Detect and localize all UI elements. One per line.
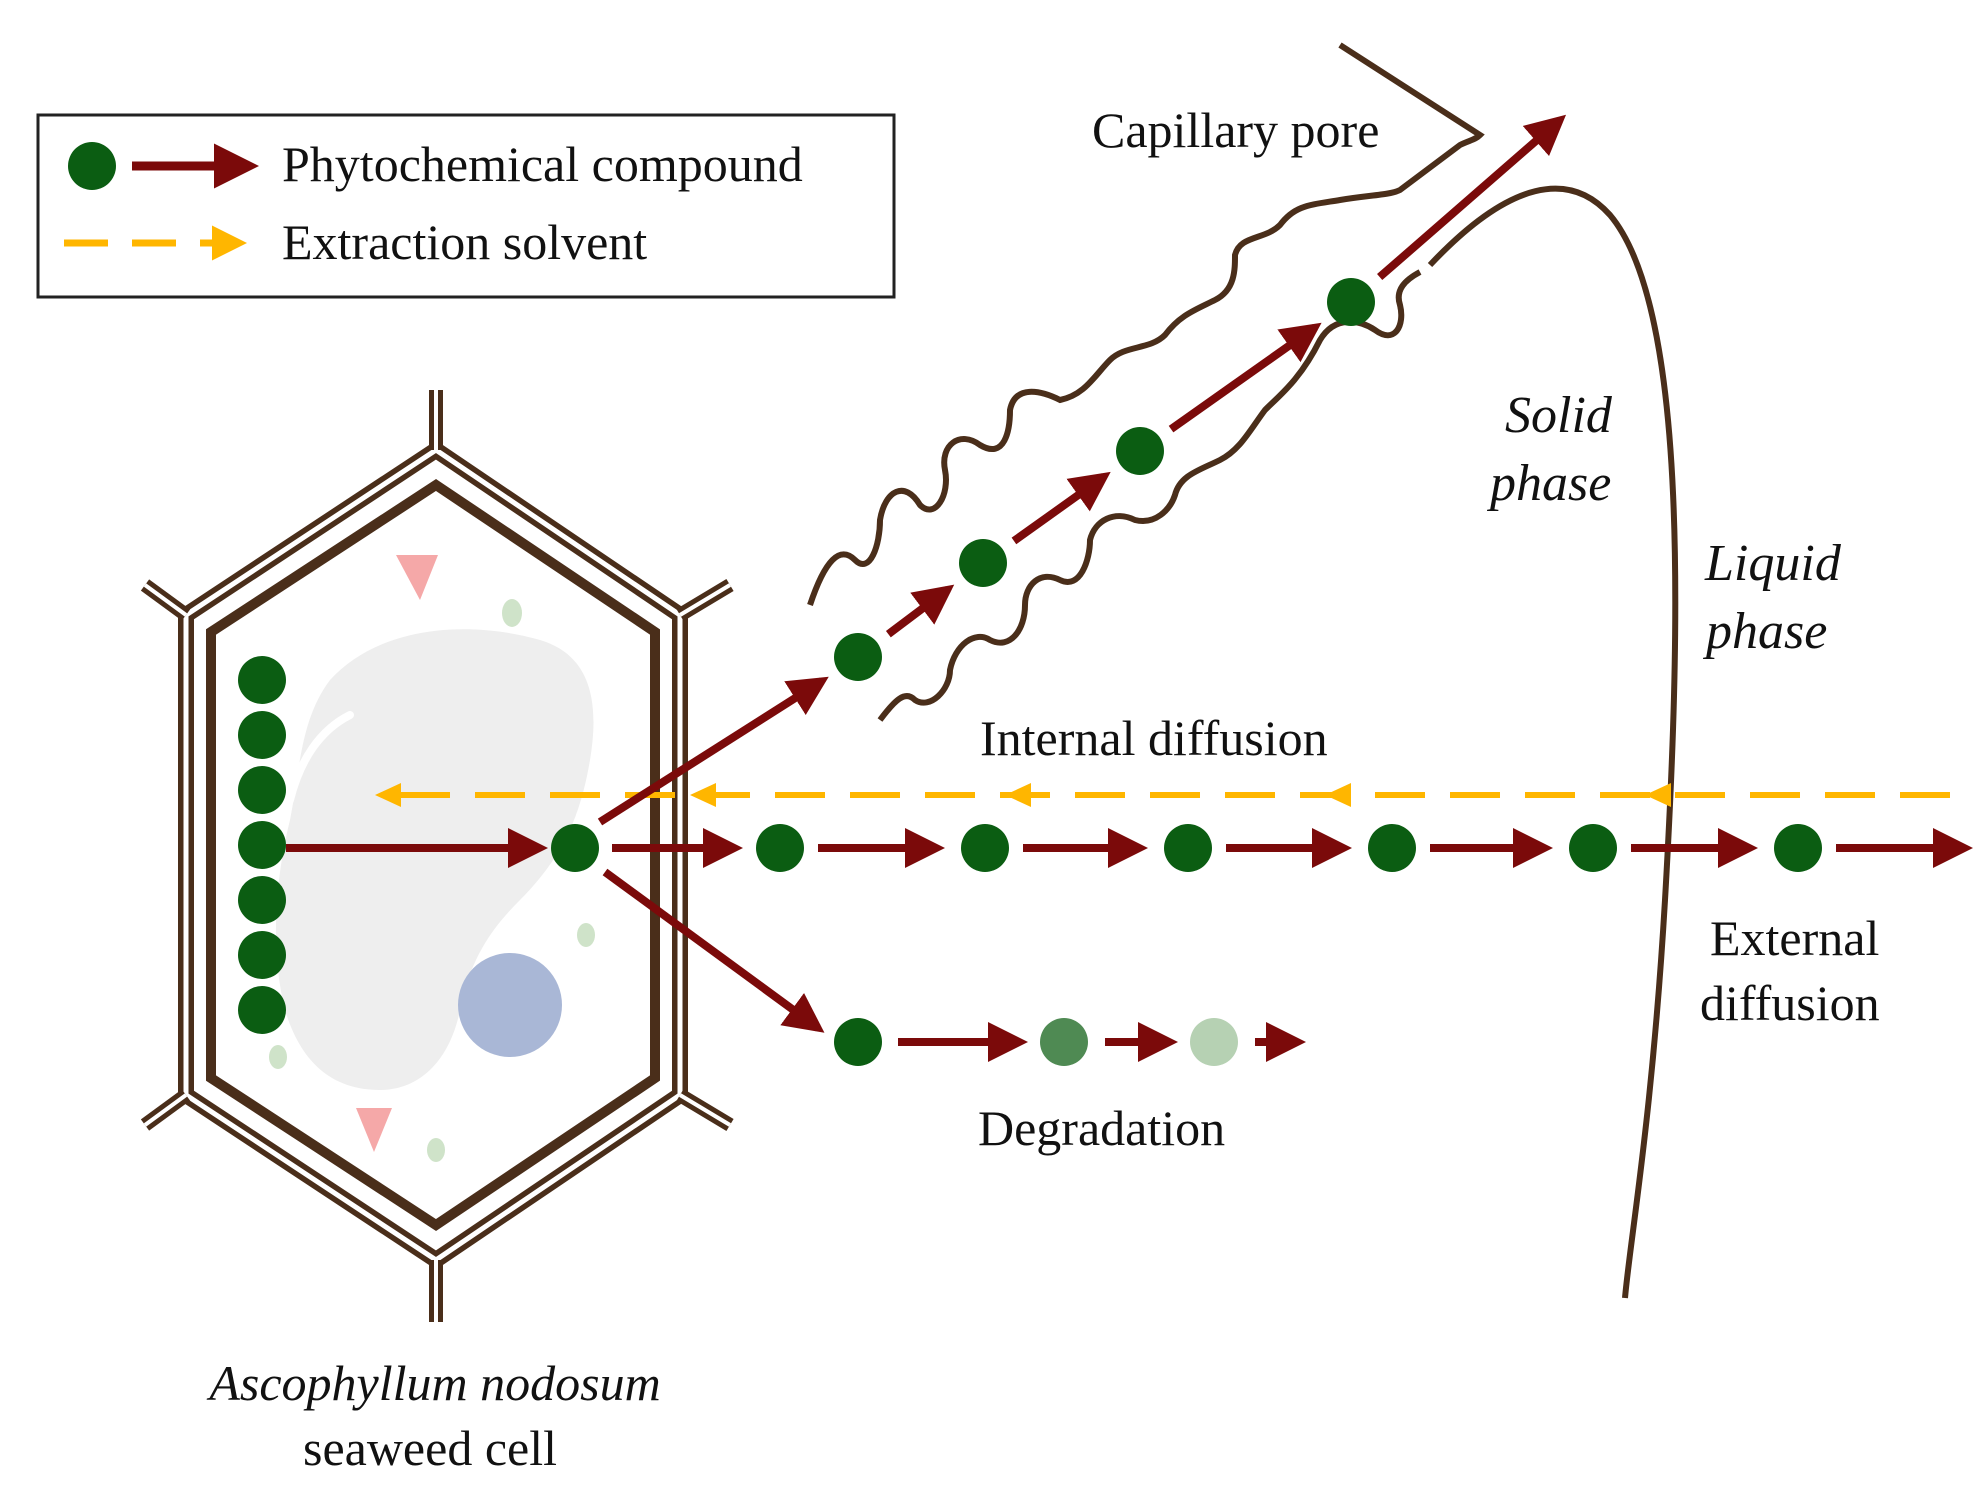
compound-particle (961, 824, 1009, 872)
central-compound (551, 824, 599, 872)
pore-arrow (597, 676, 829, 826)
external-diffusion-label-line2: diffusion (1700, 975, 1880, 1031)
external-diffusion-label-line1: External (1710, 910, 1879, 966)
cell-caption-line2: seaweed cell (303, 1420, 557, 1476)
liquid-phase-label-line1: Liquid (1704, 535, 1842, 592)
organelle-triangle (356, 1108, 392, 1152)
cell-wall-inner (206, 479, 660, 1231)
compound-particle (1569, 824, 1617, 872)
stacked-compound (238, 876, 286, 924)
cell-caption-line1: Ascophyllum nodosum (206, 1355, 660, 1411)
pore-lower-wall (877, 269, 1422, 722)
cell-wall (140, 390, 734, 1322)
stacked-compound (238, 711, 286, 759)
compound-particle (834, 633, 882, 681)
solid-phase-label-line2: phase (1486, 455, 1611, 512)
legend-compound-label: Phytochemical compound (282, 136, 803, 192)
degradation-label: Degradation (978, 1100, 1225, 1156)
vesicle (577, 923, 595, 947)
internal-diffusion-label: Internal diffusion (980, 710, 1328, 766)
capillary-pore-label: Capillary pore (1092, 102, 1379, 158)
compound-particle (1368, 824, 1416, 872)
compound-flows (286, 114, 1973, 1066)
vesicle (269, 1045, 287, 1069)
solvent-flow (375, 783, 1950, 807)
stacked-compound (238, 821, 286, 869)
stacked-compounds (238, 656, 286, 1034)
pore-upper-wall (807, 42, 1485, 606)
labels: Capillary pore Solid phase Liquid phase … (206, 102, 1879, 1476)
compound-particle (1116, 427, 1164, 475)
pore-arrow (1011, 471, 1111, 545)
solvent-arrowhead (1325, 783, 1351, 807)
compound-particle (756, 824, 804, 872)
legend: Phytochemical compound Extraction solven… (36, 113, 896, 299)
seaweed-cell (140, 390, 734, 1322)
solid-phase-label-line1: Solid (1505, 387, 1613, 444)
liquid-phase-label-line2: phase (1702, 603, 1827, 660)
degrading-compound (1040, 1018, 1088, 1066)
stacked-compound (238, 931, 286, 979)
pore-arrow (1377, 114, 1567, 281)
vesicle (502, 599, 522, 627)
legend-compound-icon (68, 142, 116, 190)
wall-stub-lower-left-gap (143, 1093, 188, 1127)
wall-stub-upper-right-gap (678, 583, 732, 617)
stacked-compound (238, 766, 286, 814)
solvent-arrowhead (1005, 783, 1031, 807)
degrading-compound (834, 1018, 882, 1066)
legend-box (36, 113, 896, 299)
degraded-compound (1190, 1018, 1238, 1066)
compound-particle (1164, 824, 1212, 872)
legend-solvent-label: Extraction solvent (282, 214, 647, 270)
solid-liquid-boundary (1427, 185, 1679, 1299)
compound-particle (959, 539, 1007, 587)
solvent-arrowhead (375, 783, 401, 807)
vacuole-highlight (286, 711, 354, 804)
wall-stub-upper-left-gap (143, 583, 188, 617)
solvent-arrowhead (1645, 783, 1671, 807)
organelle-triangle (396, 555, 438, 600)
solvent-arrowhead (690, 783, 716, 807)
stacked-compound (238, 986, 286, 1034)
degradation-arrow (602, 868, 825, 1033)
vesicle (427, 1138, 445, 1162)
stacked-compound (238, 656, 286, 704)
wall-stub-lower-right-gap (678, 1093, 732, 1127)
nucleus (458, 953, 562, 1057)
compound-particle (1774, 824, 1822, 872)
pore-arrow (885, 584, 955, 638)
vacuole (275, 629, 594, 1090)
compound-particle (1327, 278, 1375, 326)
pore-arrow (1168, 322, 1322, 433)
